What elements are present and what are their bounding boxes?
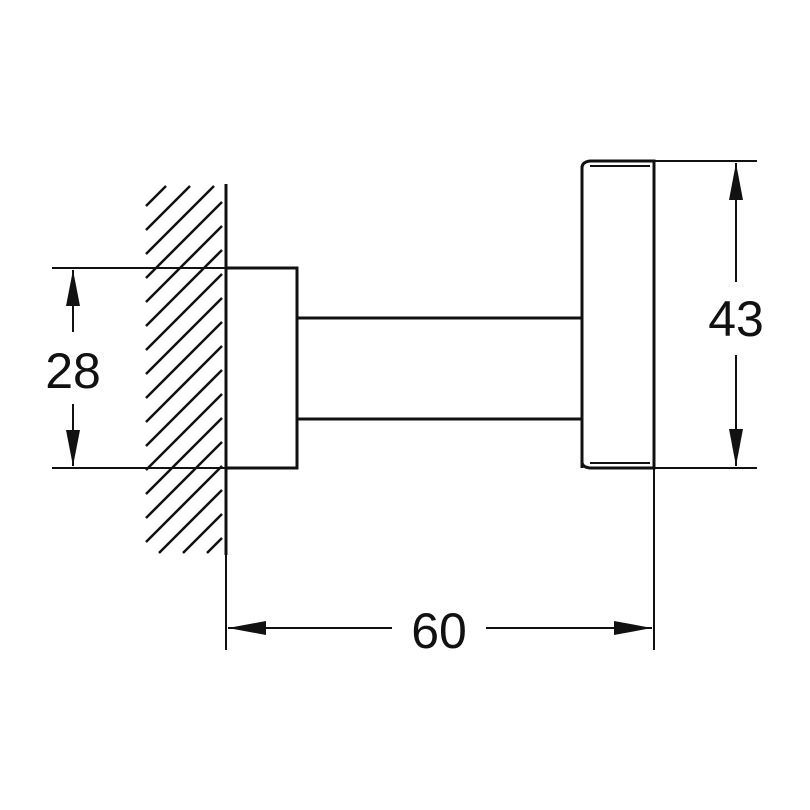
- arrowhead-down-left: [66, 430, 80, 466]
- hatch-line: [145, 273, 223, 351]
- hatch-line: [145, 321, 223, 399]
- dimension-left: [52, 267, 226, 469]
- dimension-bottom: [225, 468, 655, 650]
- hatch-line: [158, 489, 223, 554]
- hatch-line: [145, 185, 167, 207]
- hatch-line: [145, 465, 223, 543]
- dimension-label-60: 60: [411, 603, 467, 659]
- arrowhead-up-left: [66, 270, 80, 306]
- hatch-line: [145, 225, 223, 303]
- hatch-line: [145, 441, 223, 519]
- hatch-line: [145, 417, 223, 495]
- hatch-line: [145, 393, 223, 471]
- dimension-label-28: 28: [45, 343, 101, 399]
- hatch-line: [145, 201, 223, 279]
- hatch-line: [145, 345, 223, 423]
- wall-hatching: [145, 185, 223, 554]
- hatch-line: [145, 297, 223, 375]
- wall-rosette: [224, 266, 299, 470]
- hatch-line: [206, 537, 223, 554]
- dimension-label-43: 43: [708, 291, 764, 347]
- dimension-right: [654, 160, 757, 469]
- hatch-line: [145, 369, 223, 447]
- hook-arm: [295, 316, 620, 421]
- arrowhead-up-right: [729, 163, 743, 200]
- arrowhead-left-bottom: [228, 621, 266, 635]
- arrowhead-down-right: [729, 429, 743, 466]
- hatch-line: [145, 185, 215, 255]
- arrowhead-right-bottom: [614, 621, 652, 635]
- hook-head: [580, 159, 656, 470]
- hatch-line: [145, 185, 191, 231]
- hatch-line: [182, 513, 223, 554]
- hatch-line: [145, 249, 223, 327]
